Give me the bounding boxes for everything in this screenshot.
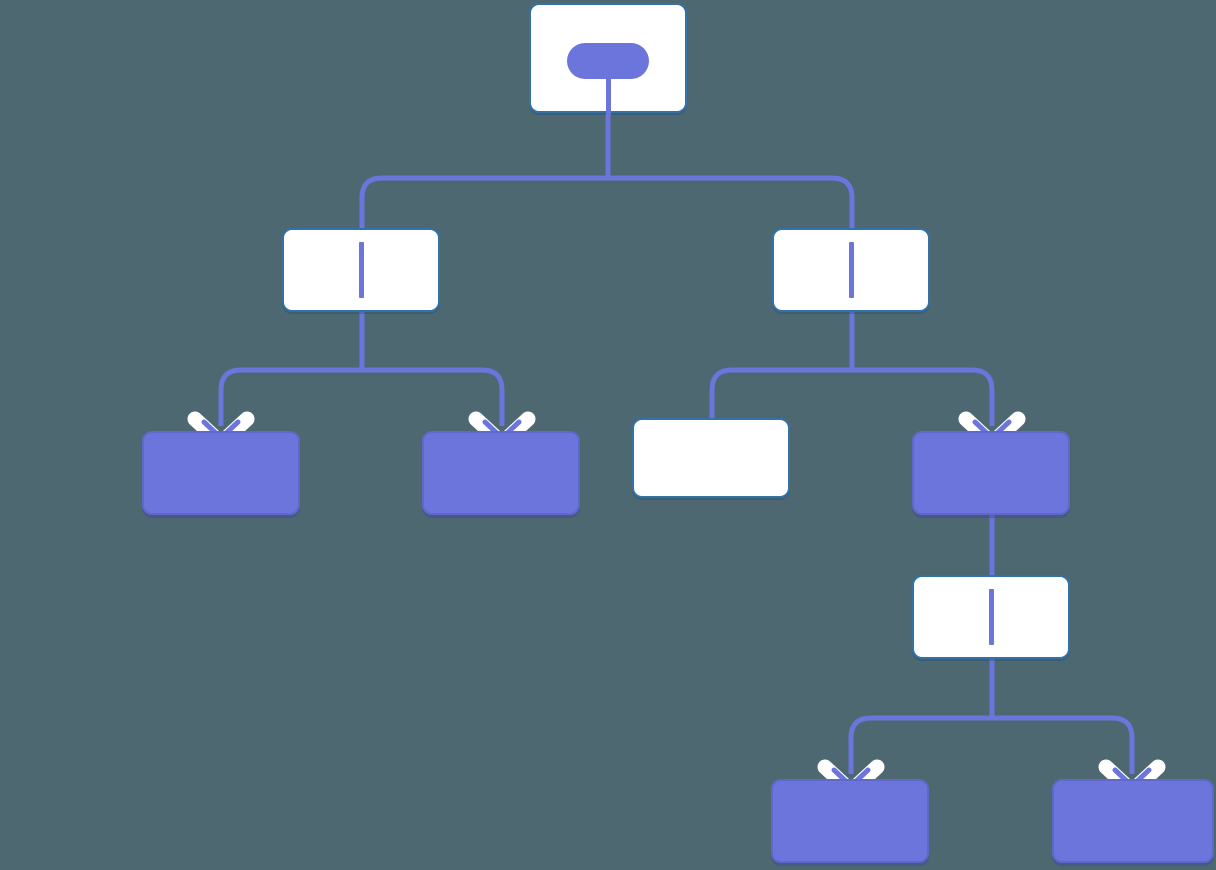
node-bar-glyph [849,242,854,298]
tree-node-n1[interactable] [282,228,440,312]
edge-n0-to-n2 [605,113,855,228]
edge-n0-to-n1 [359,113,611,228]
tree-node-n7[interactable] [912,575,1070,659]
edge-n2-to-n5 [709,312,855,418]
tree-node-n0[interactable] [529,3,687,115]
tree-node-n6[interactable] [912,431,1070,515]
tree-node-n8[interactable] [771,779,929,863]
node-pill-glyph [567,43,649,79]
edge-n7-to-n9 [989,659,1135,774]
tree-node-n3[interactable] [142,431,300,515]
edge-n2-to-n6 [849,312,995,426]
node-bar-glyph [989,589,994,645]
node-stem-glyph [606,79,611,115]
edge-n7-to-n8 [848,659,995,774]
edge-n1-to-n4 [359,312,505,426]
node-bar-glyph [359,242,364,298]
tree-node-n4[interactable] [422,431,580,515]
tree-node-n9[interactable] [1052,779,1214,863]
tree-node-n2[interactable] [772,228,930,312]
edge-n1-to-n3 [218,312,365,426]
tree-node-n5[interactable] [632,418,790,498]
